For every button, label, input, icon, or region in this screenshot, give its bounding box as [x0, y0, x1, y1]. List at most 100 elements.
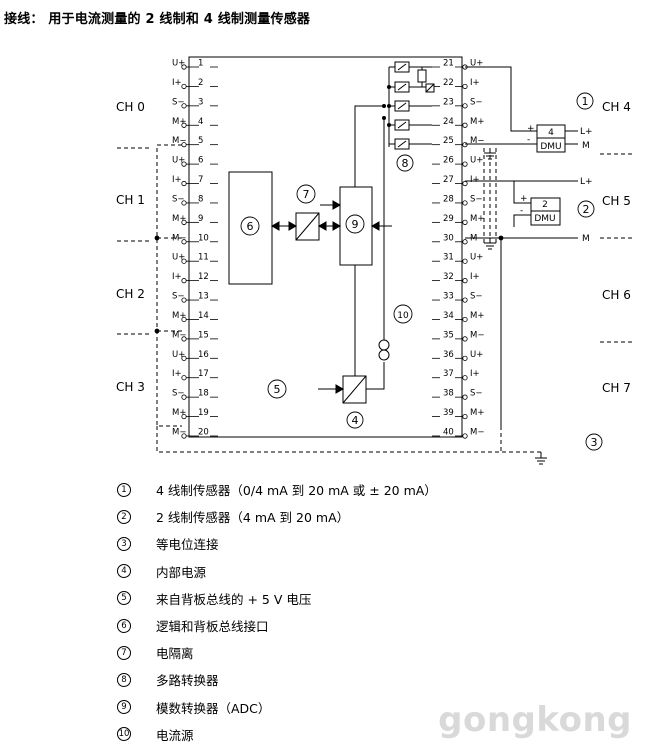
terminal-number: 18 [198, 389, 209, 399]
terminal-number: 27 [443, 175, 454, 185]
terminal-number: 32 [443, 272, 454, 282]
mux-switch-0 [394, 61, 432, 73]
current-source-symbol [378, 339, 390, 361]
wiring-diagram: U+1I+2S−3M+4M−5U+6I+7S−8M+9M−10U+11I+12S… [116, 56, 632, 465]
terminal-number: 12 [198, 272, 209, 282]
right-terminal-24: 24 M+ [432, 117, 484, 128]
terminal-signal-label: M+ [172, 408, 186, 418]
right-terminal-40: 40 M− [432, 427, 484, 439]
arrow-right-to-adc [332, 221, 342, 231]
shunt-resistor [417, 69, 427, 83]
terminal-number: 10 [198, 233, 209, 243]
terminal-contact-icon [181, 122, 187, 128]
left-terminal-3: S−3 [172, 97, 218, 109]
terminal-number: 5 [198, 136, 203, 146]
terminal-number: 19 [198, 408, 209, 418]
dmu-2-minus: - [520, 206, 523, 216]
callout-number: 4 [352, 414, 359, 427]
terminal-number: 24 [443, 117, 454, 127]
legend-text: 逻辑和背板总线接口 [156, 619, 269, 635]
left-equipotential-line [156, 144, 182, 427]
legend-number: 2 [117, 509, 131, 524]
terminal-signal-label: S− [172, 389, 185, 399]
terminal-number: 6 [198, 156, 203, 166]
terminal-number: 9 [198, 214, 203, 224]
terminal-number: 17 [198, 369, 209, 379]
terminal-contact-icon [181, 64, 187, 70]
terminal-signal-label: M− [470, 427, 484, 437]
channel-label-left-1: CH 1 [116, 193, 145, 207]
terminal-signal-label: S− [470, 97, 483, 107]
terminal-number: 2 [198, 78, 203, 88]
left-terminal-9: M+ 9 [172, 214, 218, 225]
terminal-contact-icon [462, 258, 468, 264]
terminal-contact-icon [181, 219, 187, 225]
left-terminal-14: M+14 [172, 311, 218, 323]
left-terminal-18: S− 18 [172, 389, 218, 400]
ground-symbol-bottom [535, 452, 547, 465]
dmu-2-lplus: L+ [580, 177, 593, 187]
channel-label-right-1: CH 5 [602, 194, 631, 208]
terminal-contact-icon [181, 161, 187, 167]
left-terminal-6: U+6 [172, 156, 218, 167]
left-terminal-11: U+11 [172, 253, 218, 264]
legend-text: 4 线制传感器（0/4 mA 到 20 mA 或 ± 20 mA） [156, 483, 437, 499]
terminal-contact-icon [181, 258, 187, 264]
terminal-number: 11 [198, 253, 209, 263]
legend-number: 1 [117, 482, 131, 497]
terminal-number: 20 [198, 427, 209, 437]
terminal-contact-icon [462, 433, 468, 439]
legend-number: 3 [117, 536, 131, 551]
terminal-signal-label: I+ [172, 78, 182, 88]
terminal-contact-icon [181, 355, 187, 361]
terminal-number: 40 [443, 427, 454, 437]
terminal-signal-label: M+ [172, 117, 186, 127]
callout-number: 10 [397, 311, 409, 321]
terminal-number: 1 [198, 59, 203, 69]
terminal-contact-icon [181, 413, 187, 420]
callout-2: 2 [577, 200, 595, 218]
legend-number: 8 [117, 672, 131, 687]
legend-number: 9 [117, 700, 131, 715]
terminal-number: 23 [443, 97, 454, 107]
terminal-signal-label: M+ [172, 214, 186, 224]
left-junction-dot-2 [154, 328, 160, 334]
terminal-number: 38 [443, 389, 454, 399]
mux-switch-2 [394, 100, 432, 112]
right-terminal-23: 23 S− [432, 97, 483, 109]
legend-number: 4 [117, 564, 131, 579]
terminal-contact-icon [181, 83, 187, 90]
terminal-number: 15 [198, 330, 209, 340]
legend-number: 7 [117, 645, 131, 660]
terminal-contact-icon [462, 239, 468, 245]
terminal-signal-label: M+ [470, 117, 484, 127]
mux-switch-4 [394, 138, 432, 150]
left-terminal-10: M−10 [172, 233, 218, 245]
legend-number: 10 [117, 727, 131, 742]
terminal-signal-label: M− [172, 330, 186, 340]
dmu-2-plus: + [520, 194, 528, 204]
terminal-number: 4 [198, 117, 203, 127]
legend-text: 2 线制传感器（4 mA 到 20 mA） [156, 510, 350, 526]
left-terminal-13: S−13 [172, 292, 218, 303]
terminal-signal-label: U+ [470, 253, 483, 263]
arrow-left-to-interface [270, 221, 280, 231]
terminal-signal-label: I+ [470, 272, 480, 282]
adc-bus-line [354, 105, 384, 187]
terminal-contact-icon [181, 375, 187, 381]
arrow-into-adc-left [332, 200, 342, 210]
ch4-uplus-wire [465, 66, 540, 132]
terminal-contact-icon [462, 336, 468, 342]
